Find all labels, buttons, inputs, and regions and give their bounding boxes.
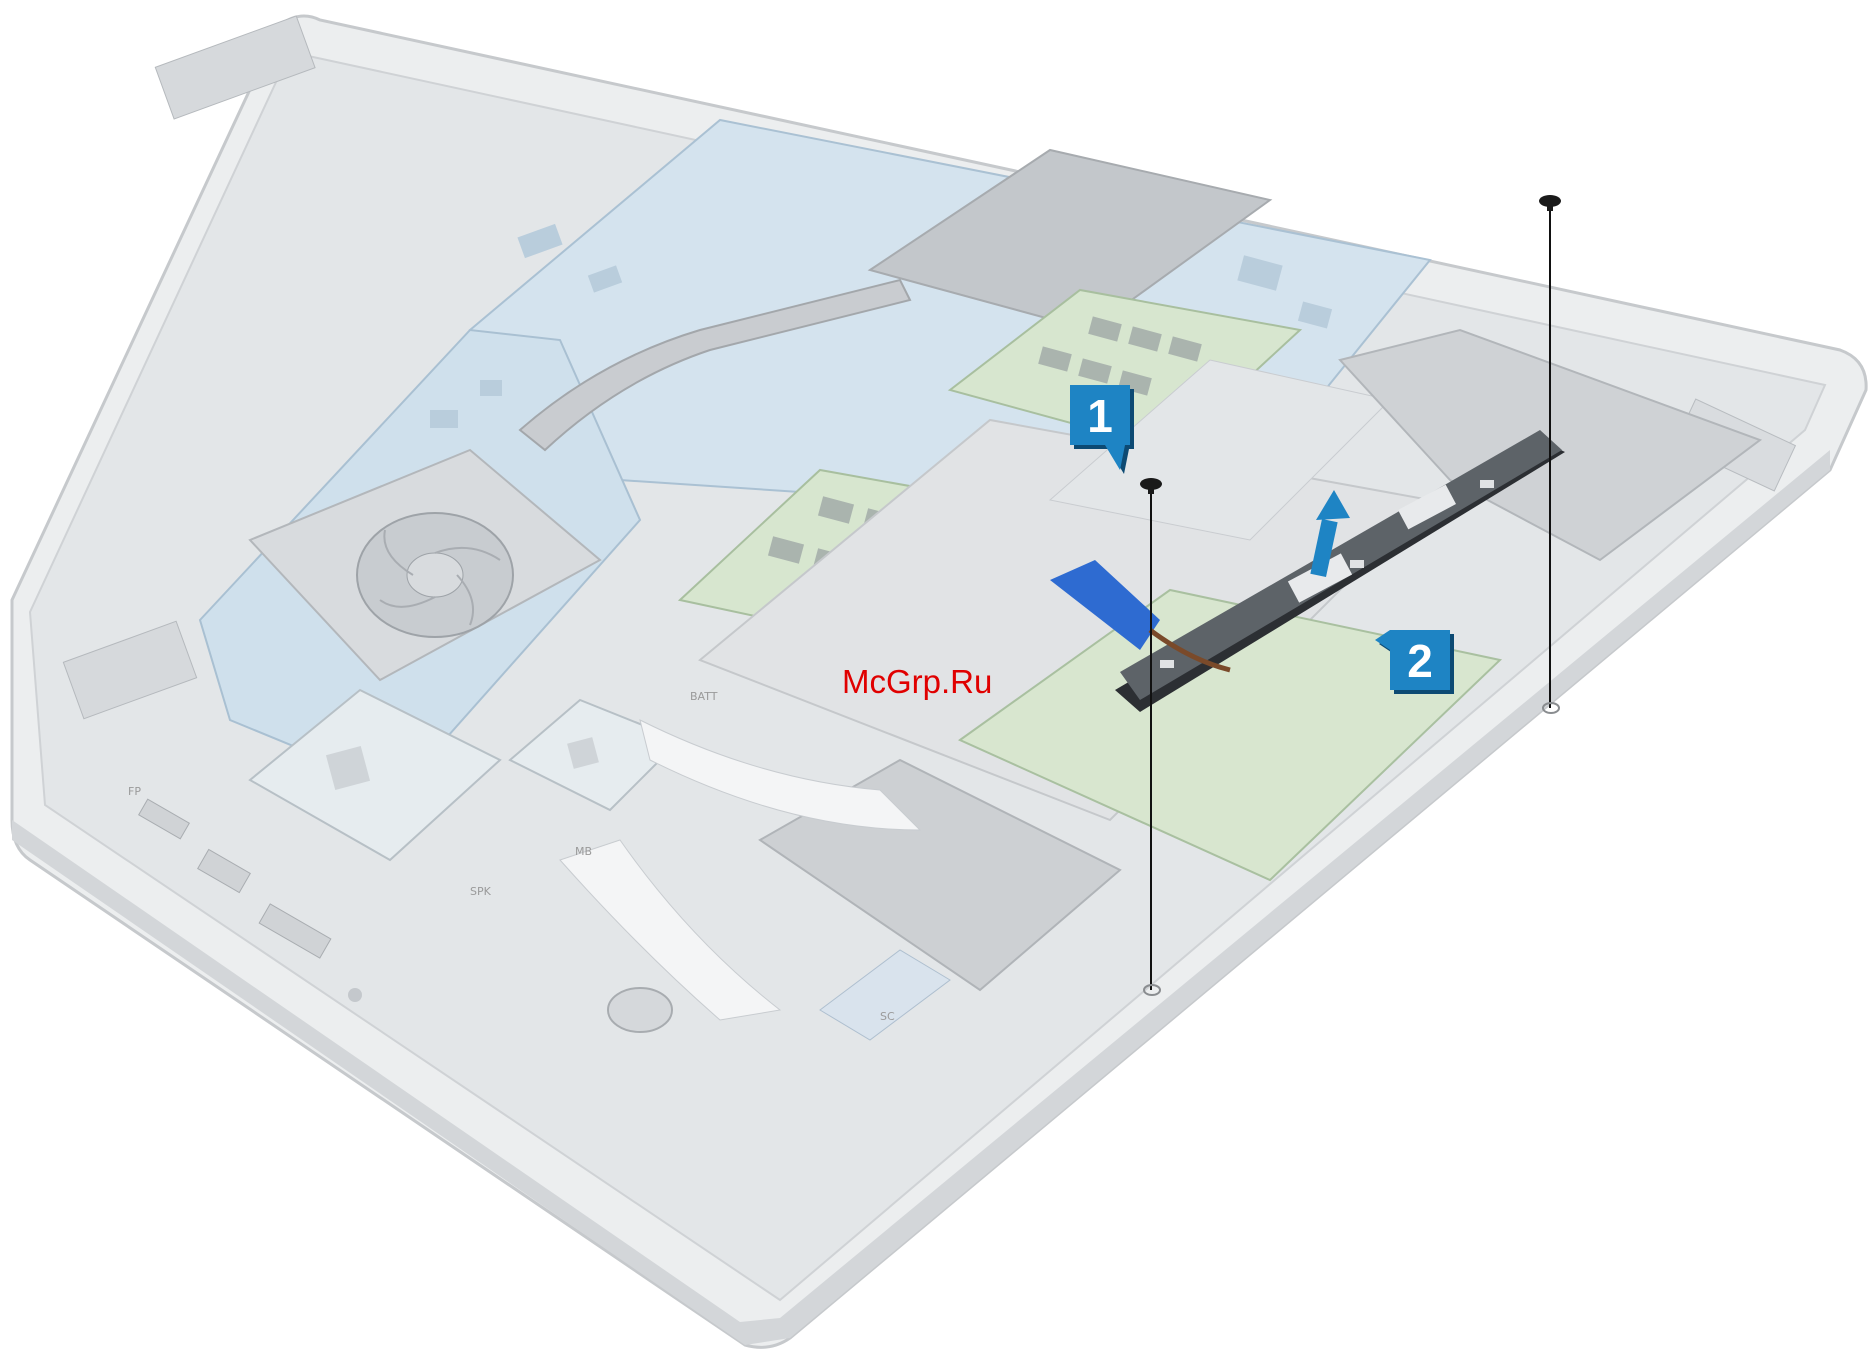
step-2-number: 2 [1407,635,1433,687]
label-fp: FP [128,785,141,798]
step-1-number: 1 [1087,390,1113,442]
label-sc: SC [880,1010,895,1023]
label-spk: SPK [470,885,492,898]
coin-cell-battery [608,988,672,1032]
label-batt: BATT [690,690,718,703]
label-mb: MB [575,845,592,858]
watermark: McGrp.Ru [842,663,992,700]
